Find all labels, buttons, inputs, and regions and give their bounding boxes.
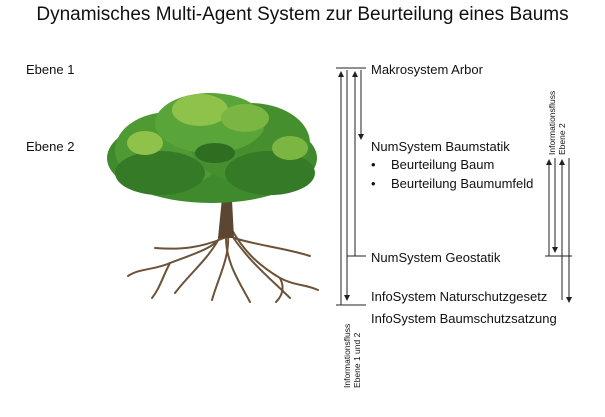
baumstatik-system-label: NumSystem Baumstatik <box>371 139 510 154</box>
level-1-label: Ebene 1 <box>26 62 75 77</box>
right-flow-label: Informationsfluss Ebene 2 <box>547 91 567 155</box>
bottom-flow-line1: Informationsfluss <box>342 323 352 388</box>
tree-image <box>100 88 325 303</box>
bullet-item: • Beurteilung Baum <box>371 157 494 172</box>
diagram-title: Dynamisches Multi-Agent System zur Beurt… <box>36 4 569 25</box>
bullet-text: Beurteilung Baumumfeld <box>391 176 534 191</box>
bullet-icon: • <box>371 176 376 191</box>
bottom-flow-label: Informationsfluss Ebene 1 und 2 <box>342 324 362 388</box>
tree-illustration <box>107 93 319 303</box>
geostatik-system-label: NumSystem Geostatik <box>371 250 501 265</box>
bullet-text: Beurteilung Baum <box>391 157 495 172</box>
bullet-item: • Beurteilung Baumumfeld <box>371 176 533 191</box>
bullet-icon: • <box>371 157 376 172</box>
right-flow-line1: Informationsfluss <box>547 90 557 155</box>
level-2-label: Ebene 2 <box>26 139 75 154</box>
right-flow-line2: Ebene 2 <box>557 123 567 155</box>
bottom-flow-line2: Ebene 1 und 2 <box>352 332 362 388</box>
baumschutz-system-label: InfoSystem Baumschutzsatzung <box>371 311 557 326</box>
naturschutz-system-label: InfoSystem Naturschutzgesetz <box>371 289 548 304</box>
makro-system-label: Makrosystem Arbor <box>371 62 483 77</box>
